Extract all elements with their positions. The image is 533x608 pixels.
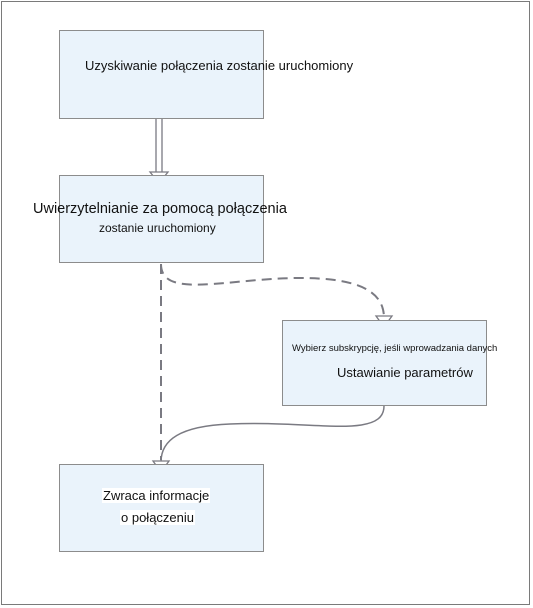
node-result-box [59, 464, 264, 552]
node-result-label-line2: o połączeniu [120, 510, 195, 525]
node-params-label-line1: Wybierz subskrypcję, jeśli wprowadzania … [292, 343, 498, 354]
node-start-label: Uzyskiwanie połączenia zostanie uruchomi… [85, 58, 354, 73]
connector-params-to-result [160, 405, 385, 463]
connector-auth-to-params [160, 263, 385, 319]
node-auth-label-line2: zostanie uruchomiony [99, 221, 216, 235]
node-auth-box [59, 175, 264, 263]
node-params-box [282, 320, 487, 406]
node-params-label-line2: Ustawianie parametrów [337, 365, 473, 380]
node-auth-label-line1: Uwierzytelnianie za pomocą połączenia [33, 201, 287, 217]
node-result-label-line1: Zwraca informacje [102, 488, 211, 503]
node-start-box [59, 30, 264, 119]
